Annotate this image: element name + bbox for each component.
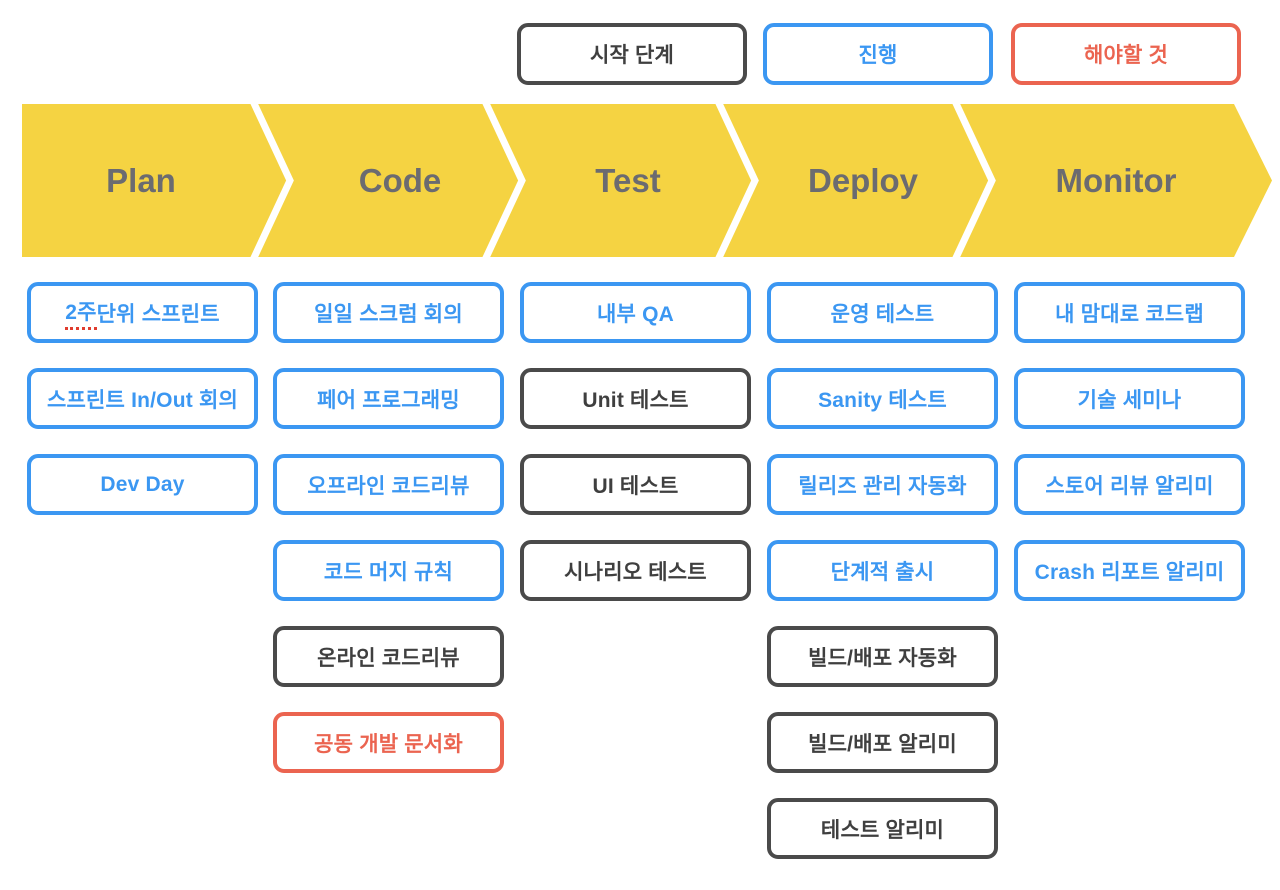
column-code: 일일 스크럼 회의 페어 프로그래밍 오프라인 코드리뷰 코드 머지 규칙 온라… (273, 282, 504, 773)
task-box: 온라인 코드리뷰 (273, 626, 504, 687)
task-box: 시나리오 테스트 (520, 540, 751, 601)
stage-label-monitor: Monitor (1055, 162, 1177, 199)
task-box: 스토어 리뷰 알리미 (1014, 454, 1245, 515)
column-deploy: 운영 테스트 Sanity 테스트 릴리즈 관리 자동화 단계적 출시 빌드/배… (767, 282, 998, 859)
task-box: Unit 테스트 (520, 368, 751, 429)
stage-label-plan: Plan (106, 162, 176, 199)
task-box: 내 맘대로 코드랩 (1014, 282, 1245, 343)
column-test: 내부 QA Unit 테스트 UI 테스트 시나리오 테스트 (520, 282, 751, 601)
stage-label-code: Code (358, 162, 442, 199)
task-box: 단계적 출시 (767, 540, 998, 601)
task-box: Dev Day (27, 454, 258, 515)
legend-started-box: 시작 단계 (517, 23, 747, 85)
chevron-separator (482, 104, 526, 257)
column-plan: 2주 단위 스프린트 스프린트 In/Out 회의 Dev Day (27, 282, 258, 515)
task-box: 테스트 알리미 (767, 798, 998, 859)
task-box: Crash 리포트 알리미 (1014, 540, 1245, 601)
task-box: 페어 프로그래밍 (273, 368, 504, 429)
task-box: Sanity 테스트 (767, 368, 998, 429)
legend-todo-box: 해야할 것 (1011, 23, 1241, 85)
column-monitor: 내 맘대로 코드랩 기술 세미나 스토어 리뷰 알리미 Crash 리포트 알리… (1014, 282, 1245, 601)
task-box: 기술 세미나 (1014, 368, 1245, 429)
task-box: 오프라인 코드리뷰 (273, 454, 504, 515)
task-box: 2주 단위 스프린트 (27, 282, 258, 343)
pipeline-banner (22, 104, 1272, 257)
banner-arrow-shape (22, 104, 1272, 257)
chevron-separator (250, 104, 294, 257)
task-box: UI 테스트 (520, 454, 751, 515)
stage-label-test: Test (595, 162, 661, 199)
task-box: 빌드/배포 자동화 (767, 626, 998, 687)
task-box: 운영 테스트 (767, 282, 998, 343)
task-box: 릴리즈 관리 자동화 (767, 454, 998, 515)
task-label: 단위 스프린트 (96, 302, 220, 326)
task-box: 스프린트 In/Out 회의 (27, 368, 258, 429)
task-box: 일일 스크럼 회의 (273, 282, 504, 343)
task-box: 빌드/배포 알리미 (767, 712, 998, 773)
stage-label-deploy: Deploy (807, 162, 919, 199)
legend-in-progress-box: 진행 (763, 23, 993, 85)
task-box: 코드 머지 규칙 (273, 540, 504, 601)
chevron-separator (715, 104, 759, 257)
misspell-underlined-text: 2주 (65, 296, 97, 330)
task-box: 공동 개발 문서화 (273, 712, 504, 773)
chevron-separator (952, 104, 996, 257)
task-box: 내부 QA (520, 282, 751, 343)
